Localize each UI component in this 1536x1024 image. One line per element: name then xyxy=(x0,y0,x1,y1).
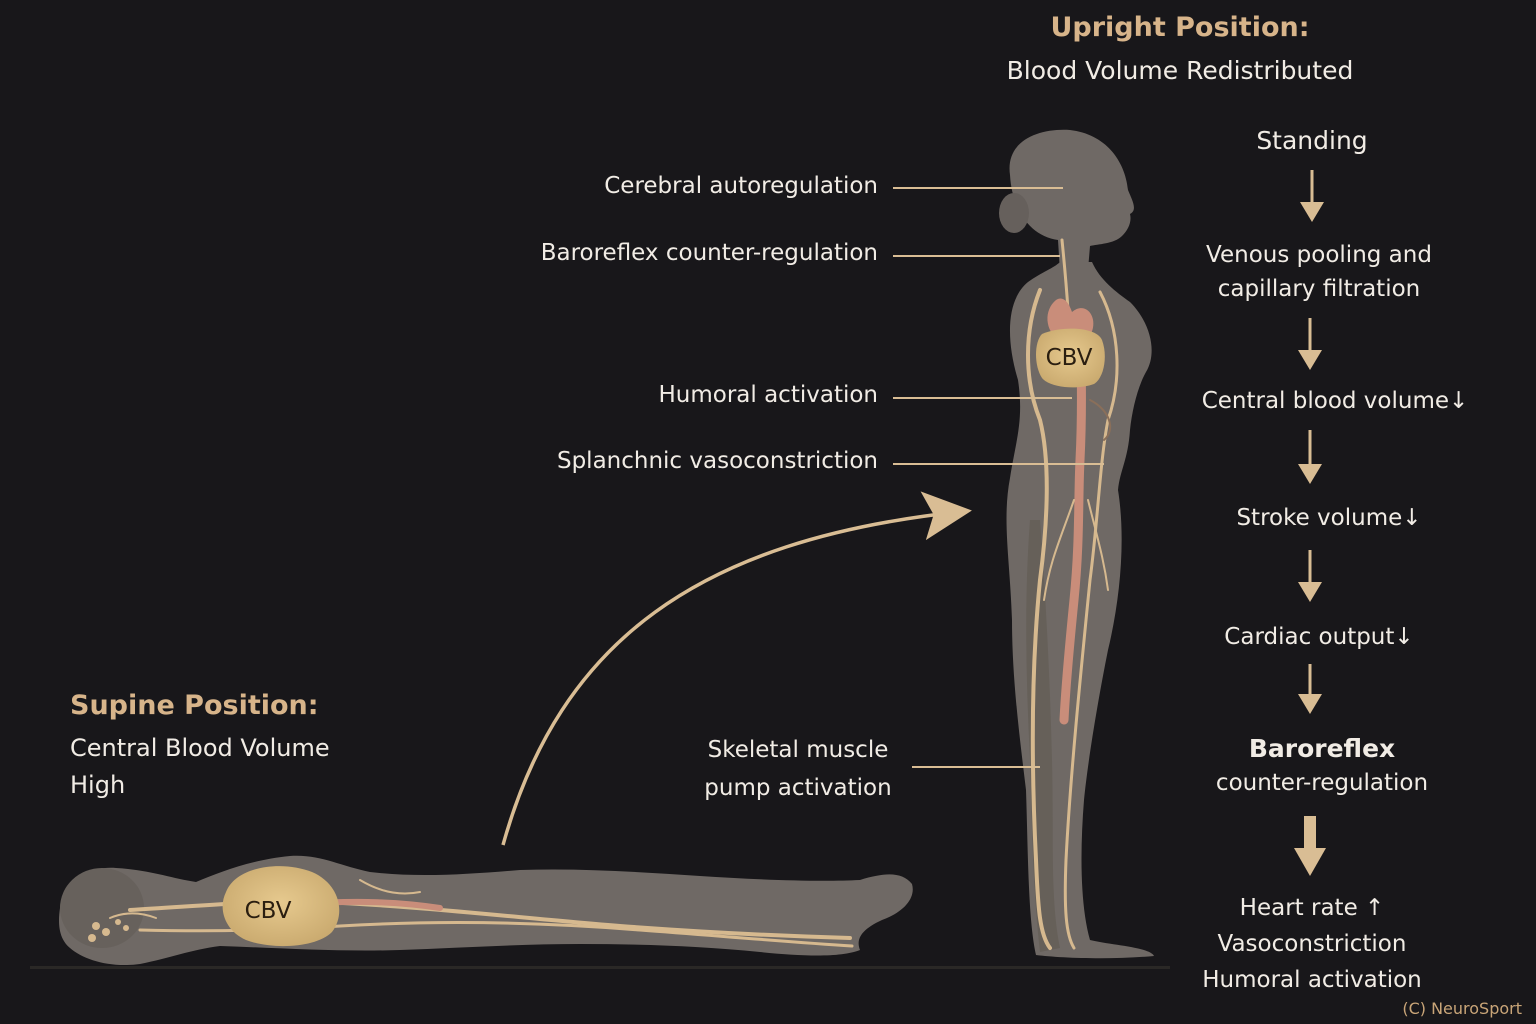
flow-step7-line3: Humoral activation xyxy=(1202,967,1422,993)
flow-arrow-6 xyxy=(1294,816,1326,876)
flow-step-standing: Standing xyxy=(1256,126,1368,155)
flow-step-responses: Heart rate ↑ Vasoconstriction Humoral ac… xyxy=(1147,890,1477,998)
flow-step7-line2: Vasoconstriction xyxy=(1217,931,1407,957)
ground-line xyxy=(30,966,1170,969)
callout-skeletal-line1: Skeletal muscle xyxy=(707,737,889,763)
callout-cerebral-autoregulation: Cerebral autoregulation xyxy=(604,173,878,199)
flow-step-cardiac-output: Cardiac output↓ xyxy=(1224,624,1414,650)
flow-arrow-5 xyxy=(1298,664,1322,714)
cbv-blob-supine xyxy=(222,866,340,947)
transition-arrow xyxy=(501,491,972,846)
flow-step6-line1: Baroreflex xyxy=(1248,734,1396,763)
cbv-blob-standing xyxy=(1036,328,1105,388)
flow-arrow-4 xyxy=(1298,550,1322,602)
callout-skeletal-muscle: Skeletal muscle pump activation xyxy=(690,731,906,807)
flow-step6-line2: counter-regulation xyxy=(1215,770,1429,796)
flow-arrows xyxy=(1294,170,1326,876)
cbv-label-supine: CBV xyxy=(245,898,292,924)
flow-arrow-3 xyxy=(1298,430,1322,484)
cbv-label-standing: CBV xyxy=(1046,345,1093,371)
flow-step2-line2: capillary filtration xyxy=(1217,276,1421,302)
flow-step2-line1: Venous pooling and xyxy=(1206,242,1432,268)
callout-lines xyxy=(893,187,1104,768)
supine-subtitle: Central Blood Volume High xyxy=(70,730,390,804)
callout-humoral: Humoral activation xyxy=(658,382,878,408)
supine-subtitle-line2: High xyxy=(70,771,126,799)
flow-arrow-2 xyxy=(1298,318,1322,370)
callout-baroreflex: Baroreflex counter-regulation xyxy=(540,240,878,266)
upright-title: Upright Position: xyxy=(1050,12,1310,43)
flow-step-baroreflex: Baroreflex counter-regulation xyxy=(1157,732,1487,800)
supine-title: Supine Position: xyxy=(70,690,319,721)
upright-subtitle: Blood Volume Redistributed xyxy=(1006,56,1354,85)
supine-figure-silhouette xyxy=(59,855,913,966)
supine-subtitle-line1: Central Blood Volume xyxy=(70,734,330,762)
supine-nodes xyxy=(88,919,129,942)
flow-step7-line1: Heart rate ↑ xyxy=(1239,895,1385,921)
copyright-notice: (C) NeuroSport xyxy=(1402,999,1522,1018)
callout-splanchnic: Splanchnic vasoconstriction xyxy=(556,448,878,474)
flow-arrow-1 xyxy=(1300,170,1324,222)
callout-skeletal-line2: pump activation xyxy=(704,775,892,801)
standing-vessels xyxy=(1026,238,1119,950)
flow-step-venous-pooling: Venous pooling and capillary filtration xyxy=(1154,238,1484,306)
flow-step-stroke-volume: Stroke volume↓ xyxy=(1236,505,1422,531)
flow-step-central-blood-volume: Central blood volume↓ xyxy=(1201,388,1469,414)
